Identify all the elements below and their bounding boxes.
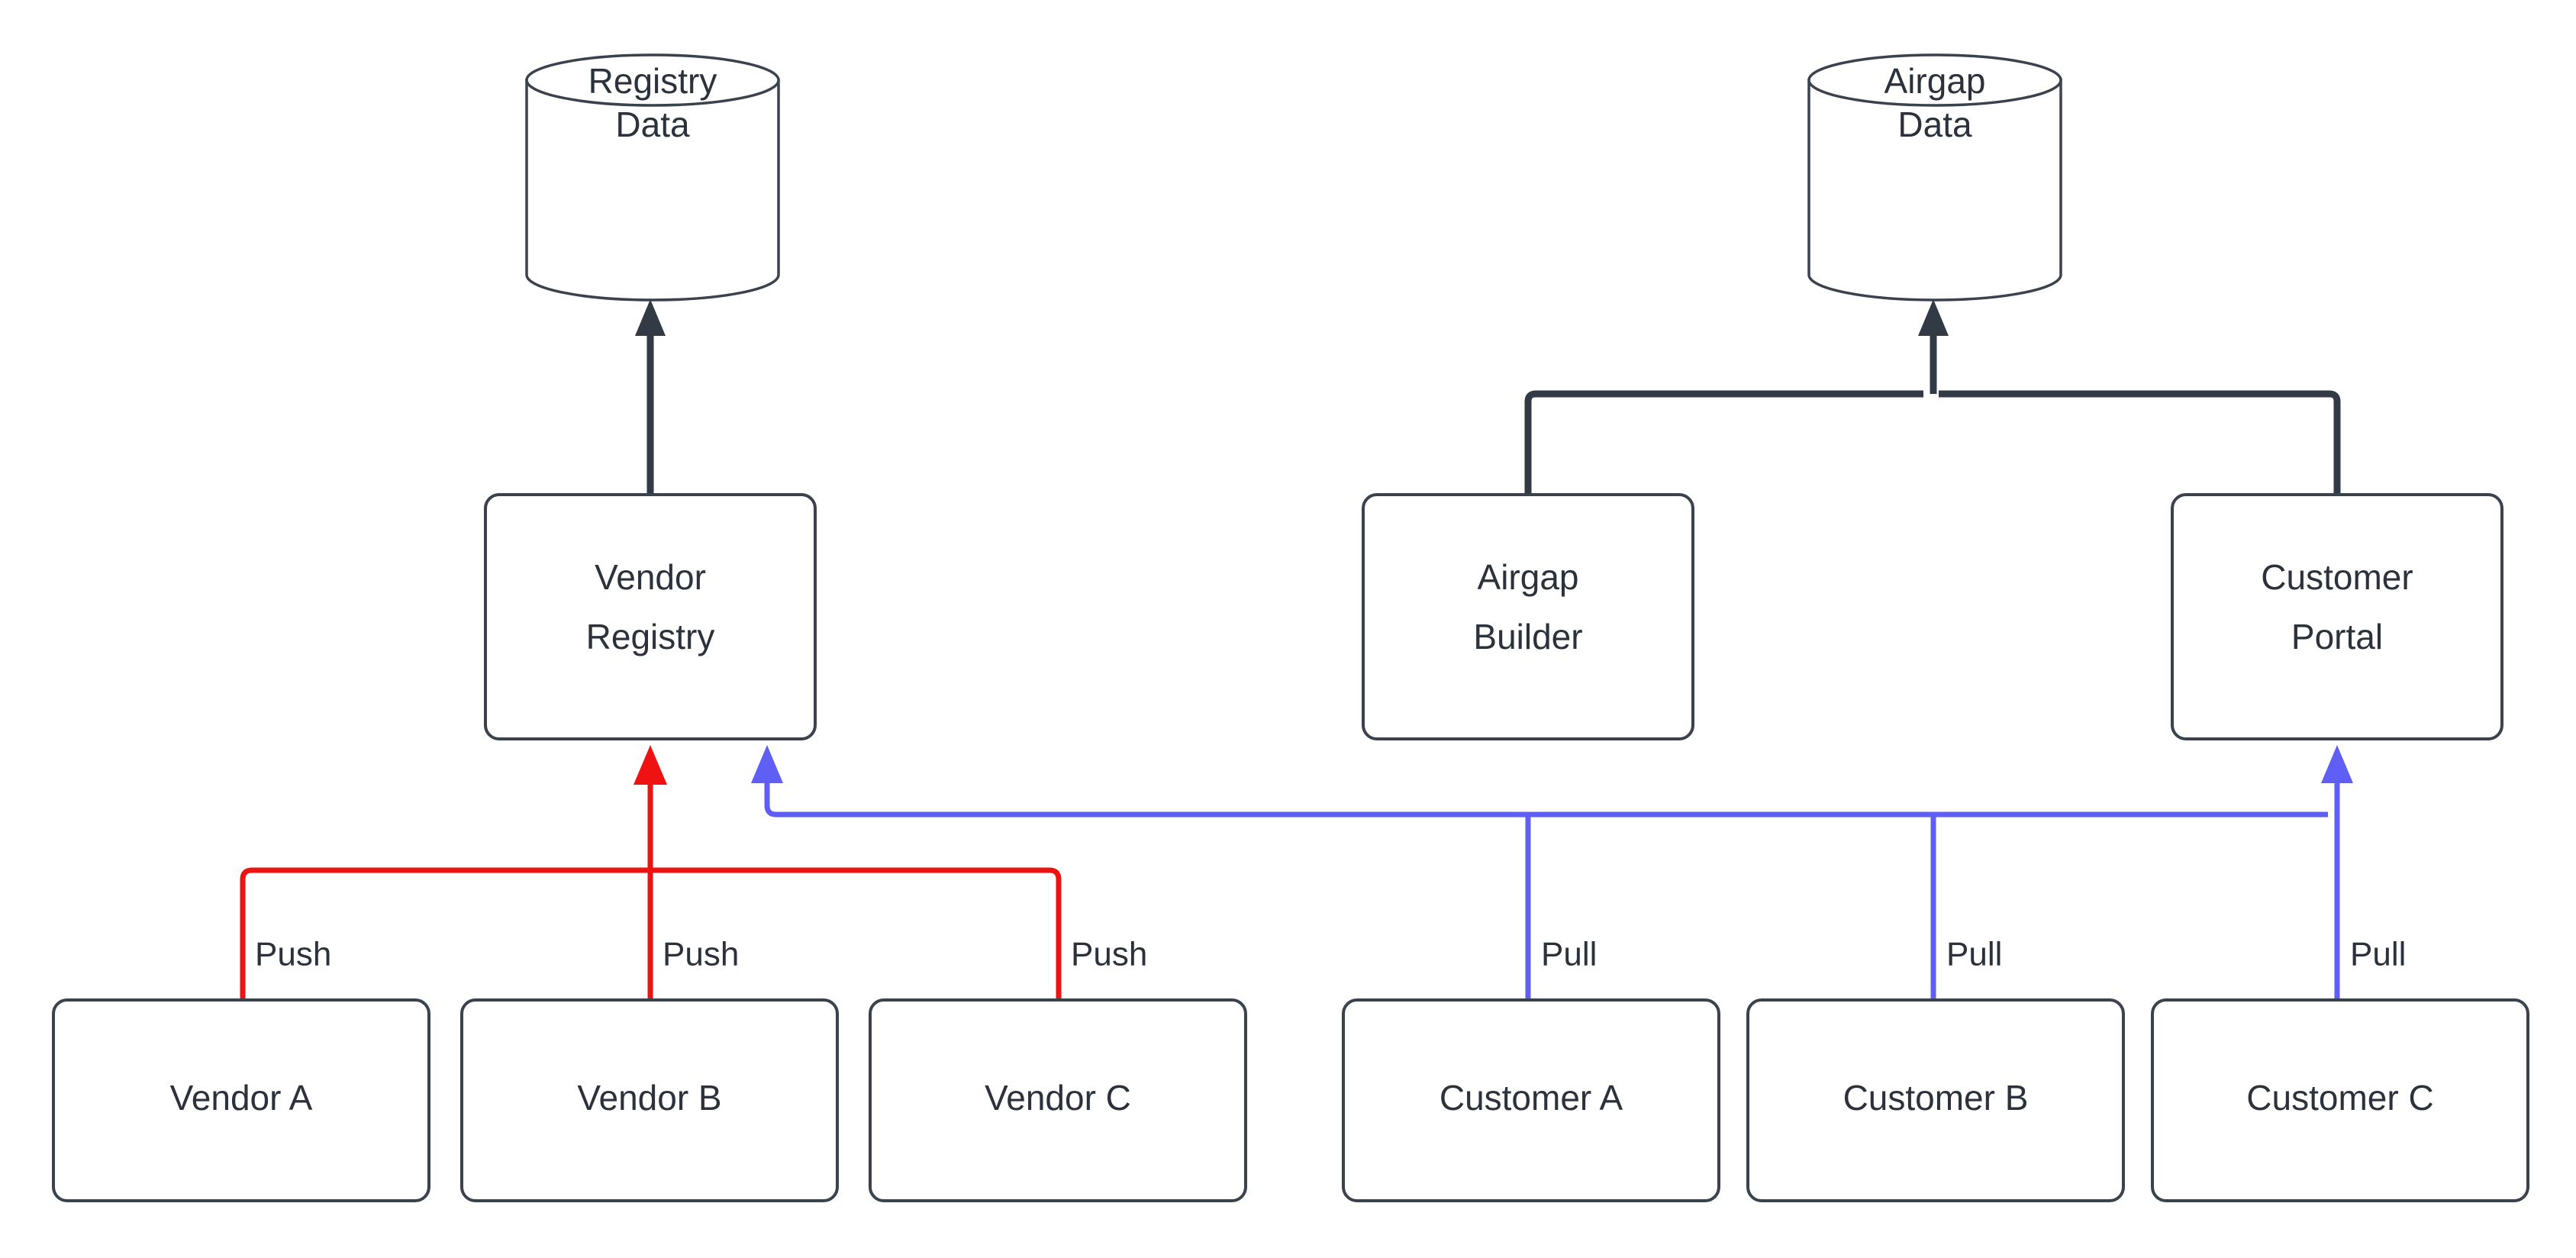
edge-label-customer-b-pull: Pull [1946,936,2002,973]
service-vendor-registry[interactable]: Vendor Registry [484,493,817,740]
edge-label-vendor-b-push: Push [663,936,739,973]
edge-customer-portal-to-airgap-data [1939,390,2341,495]
edge-vendor-registry-to-registry-data [635,299,666,495]
actor-customer-a-label: Customer A [1440,1078,1623,1118]
datastore-registry-data-line1: Registry [588,61,717,101]
datastore-registry-data[interactable]: Registry Data [525,53,780,302]
actor-vendor-c-label: Vendor C [985,1078,1131,1118]
service-airgap-builder[interactable]: Airgap Builder [1362,493,1694,740]
edge-pull-bus [751,745,2353,1000]
actor-customer-c-label: Customer C [2246,1078,2433,1118]
edge-airgap-builder-to-airgap-data [1524,390,1923,495]
service-airgap-builder-line1: Airgap [1478,557,1579,597]
datastore-airgap-data-line1: Airgap [1884,61,1986,101]
edge-label-customer-a-pull: Pull [1541,936,1597,973]
actor-customer-c[interactable]: Customer C [2151,998,2529,1202]
actor-vendor-a[interactable]: Vendor A [52,998,430,1202]
actor-customer-b-label: Customer B [1843,1078,2029,1118]
service-customer-portal-line2: Portal [2291,617,2383,656]
edge-label-vendor-a-push: Push [255,936,331,973]
actor-vendor-b[interactable]: Vendor B [460,998,839,1202]
edge-label-customer-c-pull: Pull [2350,936,2406,973]
service-airgap-builder-line2: Builder [1473,617,1582,656]
actor-vendor-c[interactable]: Vendor C [869,998,1247,1202]
actor-customer-a[interactable]: Customer A [1342,998,1720,1202]
service-vendor-registry-line1: Vendor [595,557,706,597]
datastore-airgap-data[interactable]: Airgap Data [1807,53,2062,302]
actor-vendor-a-label: Vendor A [170,1078,313,1118]
edge-airgap-trunk [1918,299,1949,394]
edge-label-vendor-c-push: Push [1071,936,1147,973]
actor-customer-b[interactable]: Customer B [1746,998,2125,1202]
service-customer-portal[interactable]: Customer Portal [2171,493,2503,740]
datastore-registry-data-line2: Data [615,105,690,144]
actor-vendor-b-label: Vendor B [577,1078,721,1118]
service-vendor-registry-line2: Registry [586,617,715,656]
edge-push-bus [240,745,1062,1000]
datastore-airgap-data-line2: Data [1897,105,1972,144]
service-customer-portal-line1: Customer [2261,557,2413,597]
